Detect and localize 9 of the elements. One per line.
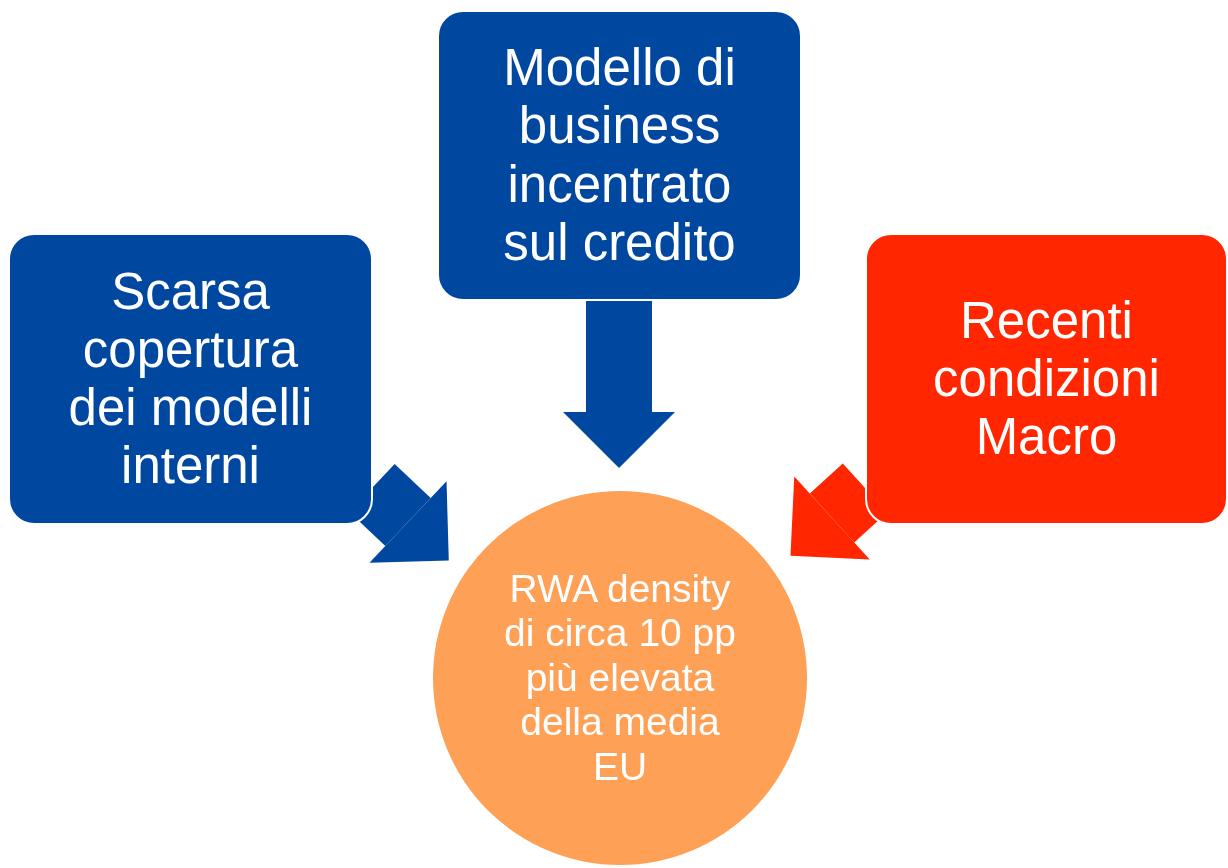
cause-box [8, 233, 373, 525]
node-text: RWA density di circa 10 pp più elevata della media EU [503, 566, 737, 790]
result-circle [432, 490, 808, 866]
block-arrow [562, 301, 676, 469]
cause-box [865, 233, 1228, 525]
node-text: Recenti condizioni Macro [932, 291, 1161, 467]
cause-box [437, 10, 802, 301]
node-text: Scarsa copertura dei modelli interni [67, 262, 314, 496]
node-text: Modello di business incentrato sul credito [502, 39, 737, 272]
